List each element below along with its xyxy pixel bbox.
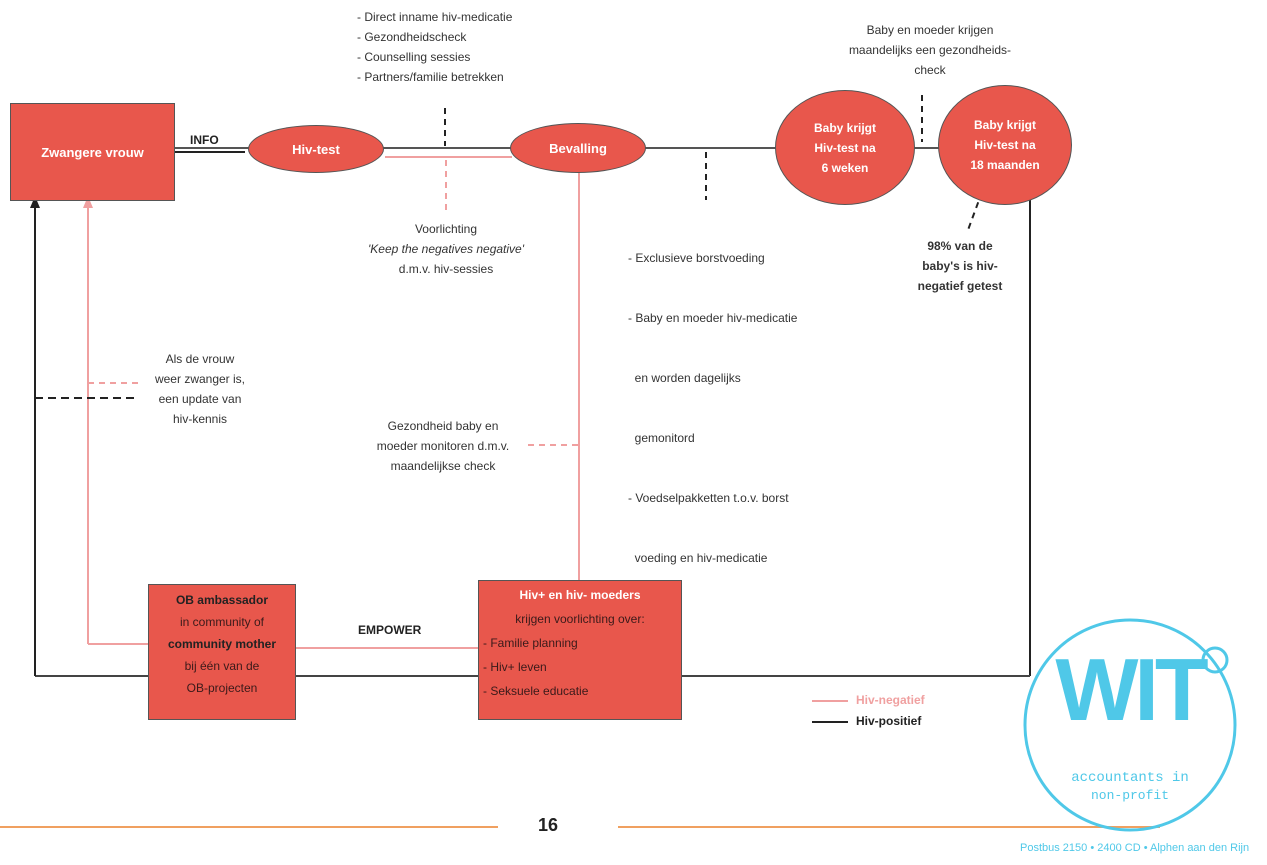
- note-zwanger-again: Als de vrouw weer zwanger is, een update…: [135, 349, 265, 429]
- moeders-item-3: - Seksuele educatie: [483, 684, 589, 698]
- percent-line1: 98% van de: [927, 239, 993, 253]
- zwanger-line1: Als de vrouw: [165, 352, 235, 366]
- top-right-line3: check: [914, 63, 946, 77]
- voorlichting-line3: d.m.v. hiv-sessies: [398, 262, 494, 276]
- legend-negatief: Hiv-negatief: [856, 693, 925, 707]
- node-bevalling: Bevalling: [510, 123, 646, 173]
- moeders-item-2: - Hiv+ leven: [483, 660, 547, 674]
- moeders-sub: krijgen voorlichting over:: [515, 612, 645, 626]
- top-right-line2: maandelijks een gezondheids-: [848, 43, 1012, 57]
- stamp-ring-text: Postbus 2150 • 2400 CD • Alphen aan den …: [1020, 842, 1250, 854]
- stamp-dot: [1201, 646, 1229, 674]
- baby6-line1: Baby krijgt: [813, 120, 876, 135]
- voorlichting-line2: 'Keep the negatives negative': [367, 242, 525, 256]
- gezondheid-line1: Gezondheid baby en: [387, 419, 499, 433]
- stamp-line1: accountants in: [1071, 770, 1189, 786]
- stamp-circle: [1023, 618, 1237, 832]
- baby18-line3: 18 maanden: [970, 158, 1040, 172]
- left-arrowhead-black: [30, 196, 40, 208]
- info-label: INFO: [190, 133, 219, 147]
- ob-line3: community mother: [167, 637, 276, 651]
- top-list-item-2: - Gezondheidscheck: [357, 30, 467, 44]
- borst-line6: voeding en hiv-medicatie: [628, 551, 768, 565]
- node-hiv-test-label: Hiv-test: [292, 141, 340, 157]
- borst-line1: - Exclusieve borstvoeding: [628, 251, 765, 265]
- moeders-title: Hiv+ en hiv- moeders: [519, 588, 641, 602]
- baby6-line2: Hiv-test na: [814, 140, 876, 155]
- moeders-item-1: - Familie planning: [483, 636, 578, 650]
- zwanger-line3: een update van: [158, 392, 242, 406]
- gezondheid-line3: maandelijkse check: [390, 459, 496, 473]
- note-gezondheid: Gezondheid baby en moeder monitoren d.m.…: [358, 416, 528, 476]
- node-baby-18-maanden: Baby krijgt Hiv-test na 18 maanden: [938, 85, 1072, 205]
- node-hiv-test: Hiv-test: [248, 125, 384, 173]
- ob-line2: in community of: [179, 615, 265, 629]
- note-percent: 98% van de baby's is hiv- negatief getes…: [900, 236, 1020, 296]
- top-list-item-3: - Counselling sessies: [357, 50, 471, 64]
- stamp-logo: WIT: [1055, 640, 1208, 739]
- percent-line3: negatief getest: [917, 279, 1003, 293]
- ob-line4: bij één van de: [184, 659, 260, 673]
- page-number: 16: [538, 815, 559, 835]
- zwanger-line2: weer zwanger is,: [154, 372, 246, 386]
- legend-positief: Hiv-positief: [856, 714, 922, 728]
- top-list-item-1: - Direct inname hiv-medicatie: [357, 10, 513, 24]
- note-top-list: - Direct inname hiv-medicatie - Gezondhe…: [357, 7, 512, 87]
- baby6-line3: 6 weken: [821, 160, 869, 175]
- node-zwangere-label: Zwangere vrouw: [41, 144, 144, 160]
- node-moeders: Hiv+ en hiv- moeders krijgen voorlichtin…: [478, 580, 682, 720]
- top-list-item-4: - Partners/familie betrekken: [357, 70, 504, 84]
- ob-line1: OB ambassador: [175, 593, 269, 607]
- node-zwangere-vrouw: Zwangere vrouw: [10, 103, 175, 201]
- dash-percent: [967, 191, 983, 231]
- note-voorlichting: Voorlichting 'Keep the negatives negativ…: [330, 219, 562, 279]
- stamp-line2: non-profit: [1090, 788, 1169, 803]
- node-baby-6-weken: Baby krijgt Hiv-test na 6 weken: [775, 90, 915, 205]
- borst-line3: en worden dagelijks: [628, 371, 741, 385]
- node-ob-ambassador: OB ambassador in community of community …: [148, 584, 296, 720]
- borst-line5: - Voedselpakketten t.o.v. borst: [628, 491, 789, 505]
- gezondheid-line2: moeder monitoren d.m.v.: [376, 439, 510, 453]
- note-borstvoeding: - Exclusieve borstvoeding - Baby en moed…: [628, 208, 797, 588]
- empower-label: EMPOWER: [358, 623, 422, 637]
- baby18-line1: Baby krijgt: [973, 118, 1036, 132]
- voorlichting-line1: Voorlichting: [414, 222, 478, 236]
- zwanger-line4: hiv-kennis: [172, 412, 228, 426]
- ob-line5: OB-projecten: [186, 681, 258, 695]
- left-arrowhead-pink: [83, 196, 93, 208]
- baby18-line2: Hiv-test na: [974, 138, 1036, 152]
- borst-line2: - Baby en moeder hiv-medicatie: [628, 311, 798, 325]
- percent-line2: baby's is hiv-: [922, 259, 998, 273]
- node-bevalling-label: Bevalling: [549, 140, 607, 156]
- top-right-line1: Baby en moeder krijgen: [866, 23, 994, 37]
- borst-line4: gemonitord: [628, 431, 695, 445]
- note-top-right: Baby en moeder krijgen maandelijks een g…: [820, 20, 1040, 80]
